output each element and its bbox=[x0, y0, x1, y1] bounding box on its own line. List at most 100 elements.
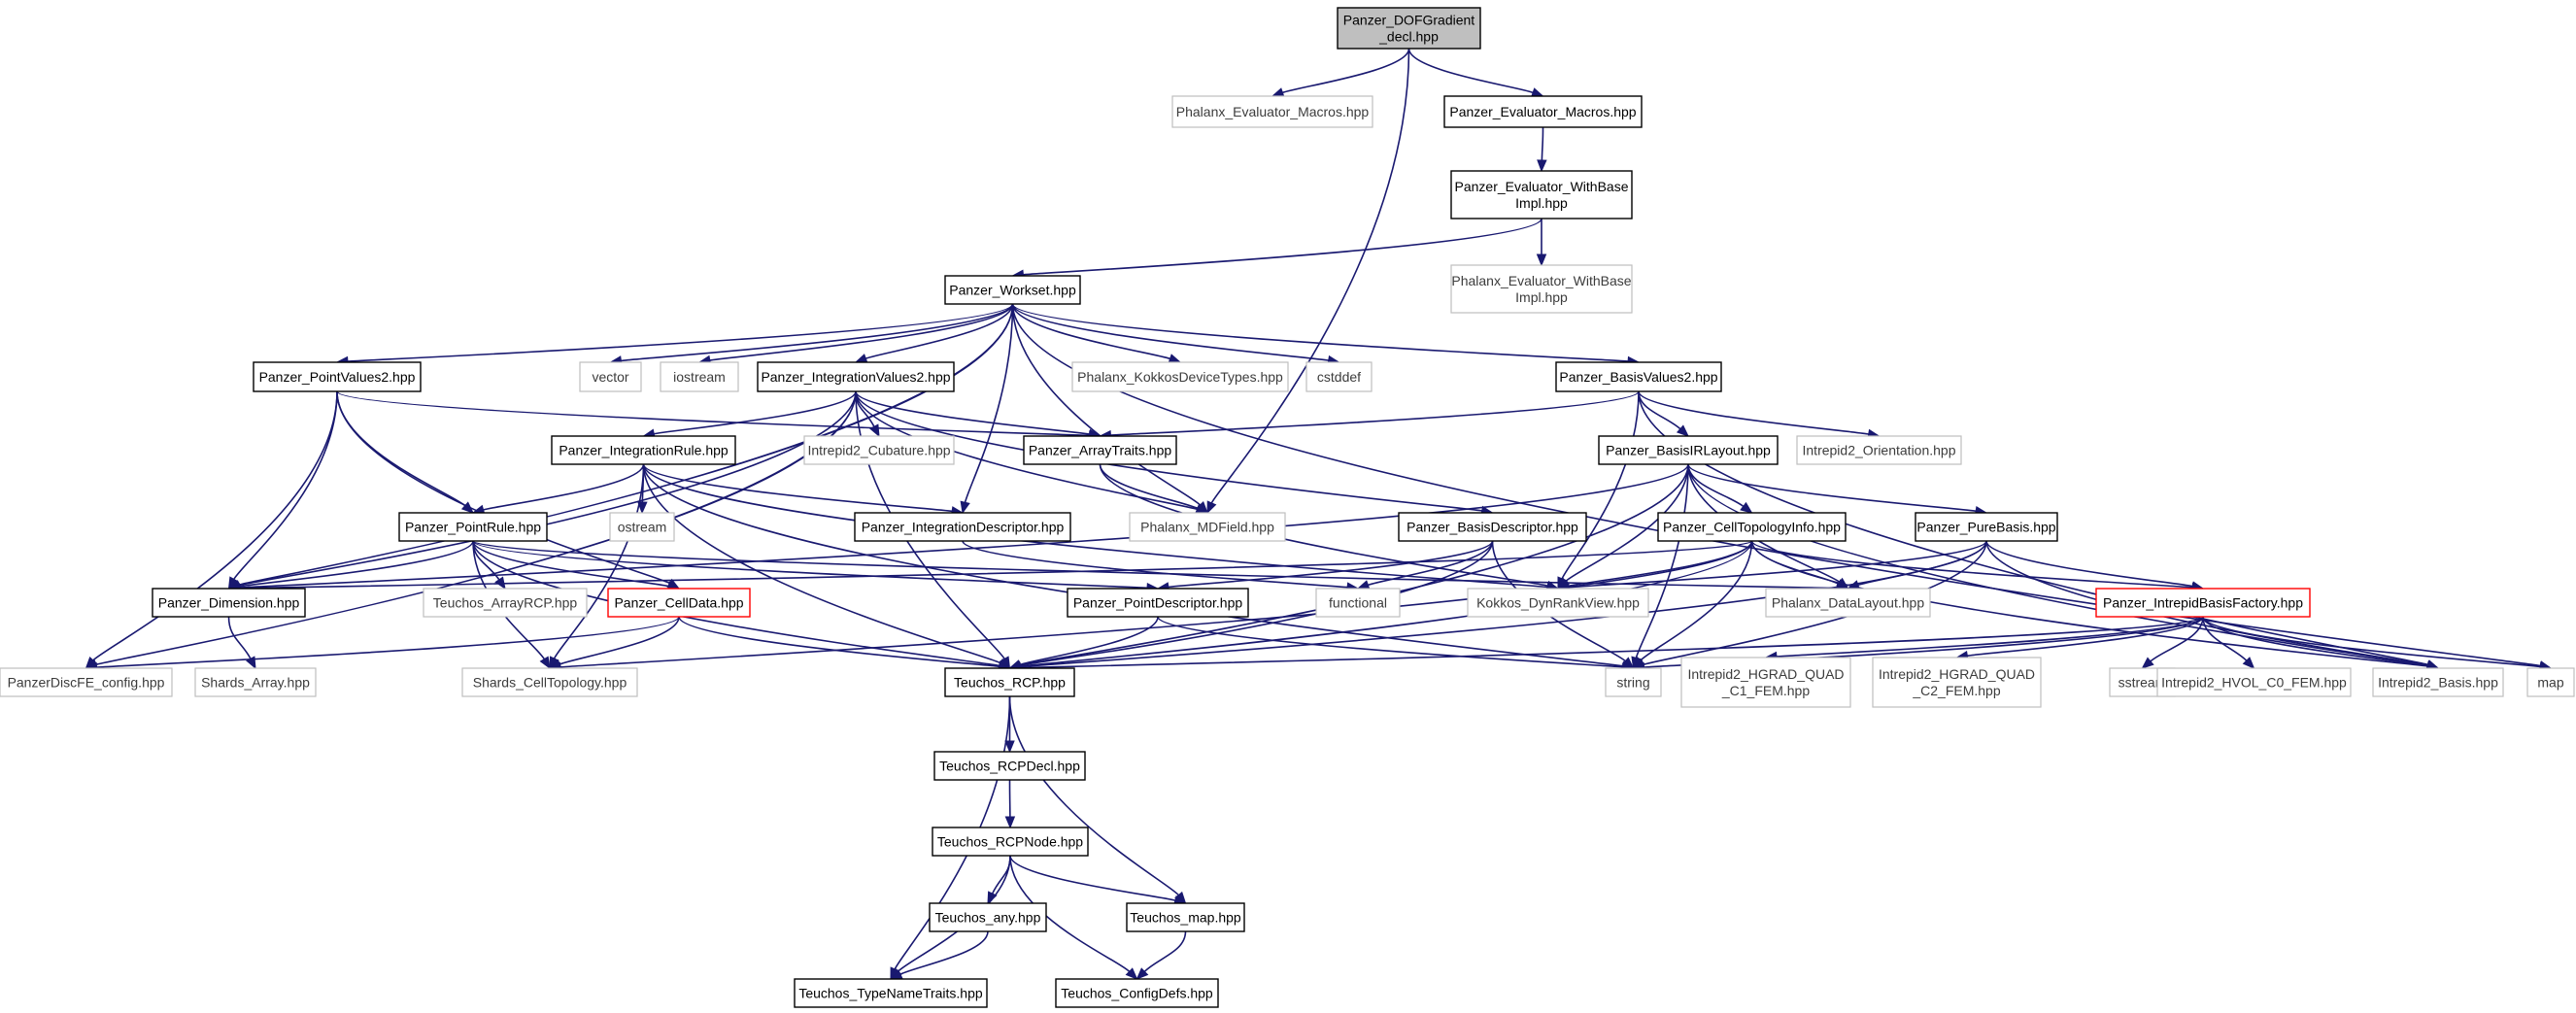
node-intrule[interactable]: Panzer_IntegrationRule.hpp bbox=[551, 435, 736, 465]
node-label: Teuchos_ArrayRCP.hpp bbox=[433, 595, 578, 611]
node-string[interactable]: string bbox=[1605, 667, 1662, 697]
node-ostream[interactable]: ostream bbox=[609, 512, 675, 542]
node-label: Panzer_PointRule.hpp bbox=[405, 520, 541, 535]
edge-intvalues2-to-basisdesc bbox=[855, 390, 1482, 512]
node-box bbox=[1598, 435, 1779, 465]
node-ibfactory[interactable]: Panzer_IntrepidBasisFactory.hpp bbox=[2095, 588, 2311, 618]
node-box bbox=[932, 827, 1089, 857]
node-rcpdecl[interactable]: Teuchos_RCPDecl.hpp bbox=[933, 751, 1086, 781]
node-box bbox=[1071, 361, 1289, 392]
node-tmap[interactable]: Teuchos_map.hpp bbox=[1126, 902, 1245, 932]
edge-pointvalues2-to-arraytraits bbox=[336, 390, 1090, 437]
node-functional[interactable]: functional bbox=[1315, 588, 1401, 618]
edge-basisvalues2-to-dynrank bbox=[1561, 390, 1640, 580]
edge-workset-to-iostream bbox=[709, 303, 1014, 361]
node-box bbox=[757, 361, 955, 392]
edge-celldata-to-shardstopo bbox=[559, 616, 680, 665]
node-celltopo[interactable]: Panzer_CellTopologyInfo.hpp bbox=[1657, 512, 1847, 542]
node-label: Panzer_Evaluator_WithBase bbox=[1455, 179, 1629, 194]
node-box bbox=[1398, 512, 1587, 542]
node-vector[interactable]: vector bbox=[579, 361, 642, 392]
node-pointrule[interactable]: Panzer_PointRule.hpp bbox=[398, 512, 548, 542]
edge-intrule-to-pointrule bbox=[483, 463, 645, 511]
node-pointdesc[interactable]: Panzer_PointDescriptor.hpp bbox=[1067, 588, 1249, 618]
node-celldata[interactable]: Panzer_CellData.hpp bbox=[607, 588, 751, 618]
node-rcpnode[interactable]: Teuchos_RCPNode.hpp bbox=[932, 827, 1089, 857]
node-phx_macros[interactable]: Phalanx_Evaluator_Macros.hpp bbox=[1171, 95, 1373, 128]
edge-workset-to-cstddef bbox=[1011, 303, 1329, 361]
edge-celltopo-to-shardstopo bbox=[559, 540, 1753, 668]
node-dimension[interactable]: Panzer_Dimension.hpp bbox=[152, 588, 306, 618]
node-label: Panzer_PureBasis.hpp bbox=[1916, 520, 2055, 535]
node-intdesc[interactable]: Panzer_IntegrationDescriptor.hpp bbox=[854, 512, 1071, 542]
node-shardstopo[interactable]: Shards_CellTopology.hpp bbox=[461, 667, 638, 697]
node-label: functional bbox=[1329, 595, 1387, 611]
edge-rcpnode-to-tmap bbox=[1009, 855, 1176, 901]
node-cubature[interactable]: Intrepid2_Cubature.hpp bbox=[803, 435, 955, 465]
node-kokkosdev[interactable]: Phalanx_KokkosDeviceTypes.hpp bbox=[1071, 361, 1289, 392]
node-iostream[interactable]: iostream bbox=[660, 361, 739, 392]
node-box bbox=[607, 588, 751, 618]
node-hvol[interactable]: Intrepid2_HVOL_C0_FEM.hpp bbox=[2156, 667, 2352, 697]
node-discfe[interactable]: PanzerDiscFE_config.hpp bbox=[0, 667, 173, 697]
node-box bbox=[253, 361, 422, 392]
edge-dofg-to-mdfield bbox=[1210, 48, 1410, 504]
node-hgradquad1[interactable]: Intrepid2_HGRAD_QUAD_C1_FEM.hpp bbox=[1680, 657, 1851, 708]
edge-basisirlayout-to-dynrank bbox=[1565, 463, 1689, 582]
node-shardsarray[interactable]: Shards_Array.hpp bbox=[194, 667, 317, 697]
node-box bbox=[1023, 435, 1177, 465]
edge-pointrule-to-dimension bbox=[239, 540, 474, 588]
edge-basisdesc-to-rcp bbox=[1019, 540, 1494, 666]
edge-workset-to-intvalues2 bbox=[865, 303, 1014, 359]
node-label: Panzer_PointValues2.hpp bbox=[259, 369, 416, 385]
node-intvalues2[interactable]: Panzer_IntegrationValues2.hpp bbox=[757, 361, 955, 392]
edge-arraytraits-to-mdfield bbox=[1099, 463, 1199, 510]
node-arrayrcp[interactable]: Teuchos_ArrayRCP.hpp bbox=[423, 588, 588, 618]
node-label: vector bbox=[592, 369, 628, 385]
edge-rcp-to-typenametraits bbox=[894, 695, 1011, 970]
node-basisvalues2[interactable]: Panzer_BasisValues2.hpp bbox=[1555, 361, 1722, 392]
node-basisdesc[interactable]: Panzer_BasisDescriptor.hpp bbox=[1398, 512, 1587, 542]
node-configdefs[interactable]: Teuchos_ConfigDefs.hpp bbox=[1055, 978, 1219, 1008]
node-arraytraits[interactable]: Panzer_ArrayTraits.hpp bbox=[1023, 435, 1177, 465]
node-label: Panzer_Dimension.hpp bbox=[158, 595, 300, 611]
node-rcp[interactable]: Teuchos_RCP.hpp bbox=[944, 667, 1075, 697]
node-dofg[interactable]: Panzer_DOFGradient_decl.hpp bbox=[1337, 7, 1481, 50]
node-basisirlayout[interactable]: Panzer_BasisIRLayout.hpp bbox=[1598, 435, 1779, 465]
edge-pointdesc-to-string bbox=[1157, 616, 1623, 668]
node-label: Teuchos_map.hpp bbox=[1130, 910, 1241, 926]
edge-arrowhead bbox=[869, 423, 880, 438]
node-tany[interactable]: Teuchos_any.hpp bbox=[929, 902, 1047, 932]
node-purebasis[interactable]: Panzer_PureBasis.hpp bbox=[1915, 512, 2058, 542]
edge-celltopo-to-rcp bbox=[1020, 540, 1753, 667]
node-box bbox=[2095, 588, 2311, 618]
node-box bbox=[2526, 667, 2575, 697]
node-pz_macros[interactable]: Panzer_Evaluator_Macros.hpp bbox=[1443, 95, 1643, 128]
node-box bbox=[1796, 435, 1962, 465]
node-map[interactable]: map bbox=[2526, 667, 2575, 697]
node-typenametraits[interactable]: Teuchos_TypeNameTraits.hpp bbox=[794, 978, 988, 1008]
edge-pointvalues2-to-dimension bbox=[233, 390, 338, 580]
node-workset[interactable]: Panzer_Workset.hpp bbox=[944, 275, 1081, 305]
node-pointvalues2[interactable]: Panzer_PointValues2.hpp bbox=[253, 361, 422, 392]
node-dynrank[interactable]: Kokkos_DynRankView.hpp bbox=[1467, 588, 1649, 618]
edge-arrowhead bbox=[1135, 967, 1149, 980]
node-box bbox=[1915, 512, 2058, 542]
node-mdfield[interactable]: Phalanx_MDField.hpp bbox=[1129, 512, 1286, 542]
node-i2basis[interactable]: Intrepid2_Basis.hpp bbox=[2372, 667, 2504, 697]
edge-dimension-to-shardsarray bbox=[227, 616, 252, 659]
node-label: PanzerDiscFE_config.hpp bbox=[8, 675, 165, 691]
node-box bbox=[1055, 978, 1219, 1008]
edge-tany-to-typenametraits bbox=[899, 930, 989, 975]
node-hgradquad2[interactable]: Intrepid2_HGRAD_QUAD_C2_FEM.hpp bbox=[1872, 657, 2042, 708]
edge-arrowhead bbox=[1530, 87, 1544, 98]
node-datalayout[interactable]: Phalanx_DataLayout.hpp bbox=[1765, 588, 1931, 618]
edge-pointrule-to-datalayout bbox=[472, 540, 1838, 590]
node-label: Impl.hpp bbox=[1515, 289, 1568, 305]
edge-basisirlayout-to-dimension bbox=[239, 463, 1689, 589]
node-cstddef[interactable]: cstddef bbox=[1305, 361, 1373, 392]
edge-basisvalues2-to-orientation bbox=[1638, 390, 1869, 435]
node-orientation[interactable]: Intrepid2_Orientation.hpp bbox=[1796, 435, 1962, 465]
